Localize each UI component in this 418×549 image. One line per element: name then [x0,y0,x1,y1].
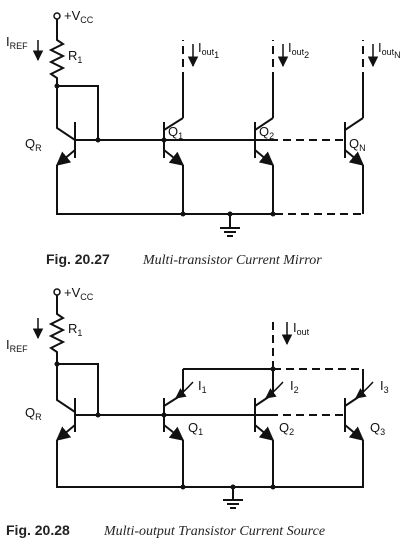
iref-label: IREF [6,337,28,354]
transistor-q3 [344,369,365,441]
iref-label: IREF [6,34,28,51]
transistor-q1 [163,369,185,441]
resistor-r1 [48,310,66,364]
ioutn-label: IoutN [378,40,401,60]
vcc-terminal [53,12,61,36]
resistor-r1 [48,36,66,86]
vcc-label: +VCC [64,285,94,302]
diode-connection-wire [56,363,99,415]
ground-symbol [223,487,243,509]
iout-label: Iout [293,320,310,337]
i3-label: I3 [380,378,389,395]
iout1-label: Iout1 [198,40,219,60]
diode-connection-wire [56,85,99,141]
transistor-qr [55,398,76,441]
transistor-q2 [254,369,275,441]
r1-label: R1 [68,48,82,65]
figure-caption-title: Multi-output Transistor Current Source [103,524,325,539]
transistor-q2 [254,117,275,166]
q1-label: Q1 [188,420,203,437]
transistor-q1 [163,117,185,166]
emitter-rail [56,440,364,488]
figure-multi-output-current-source: +VCC IREF R1 QR Iout [6,285,389,539]
qr-label: QR [25,136,42,153]
ground-symbol [220,214,240,237]
q2-label: Q2 [279,420,294,437]
vcc-terminal [53,288,61,310]
figure-caption-number: Fig. 20.27 [46,251,110,267]
q3-label: Q3 [370,420,385,437]
transistor-qn [344,117,365,166]
emitter-rail [56,165,275,215]
q1-label: Q1 [168,124,183,141]
vcc-label: +VCC [64,8,94,25]
transistor-qr [55,122,76,166]
qn-label: QN [349,136,366,153]
r1-label: R1 [68,321,82,338]
figure-caption-number: Fig. 20.28 [6,522,70,538]
qr-label: QR [25,405,42,422]
iout2-label: Iout2 [288,40,309,60]
q2-label: Q2 [259,124,274,141]
figure-caption-title: Multi-transistor Current Mirror [142,253,322,268]
i2-label: I2 [290,378,299,395]
i1-label: I1 [198,378,207,395]
figure-multi-transistor-current-mirror: +VCC IREF R1 QR Q1 Iout1 [6,8,401,268]
